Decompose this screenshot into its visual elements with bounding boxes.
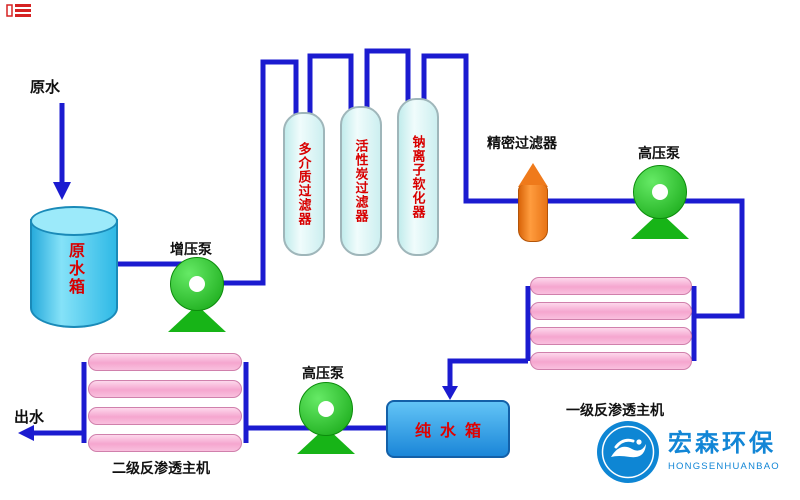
activated-carbon-filter: 活性炭过滤器	[340, 106, 382, 256]
pure-water-tank-label: 纯水箱	[414, 423, 490, 440]
pipe-filter1-to-filter2	[307, 53, 354, 118]
label-booster-pump: 增压泵	[170, 241, 212, 257]
membrane-bar	[530, 277, 692, 295]
brand-logo: 宏森环保 HONGSENHUANBAO	[596, 420, 780, 484]
precision-filter	[518, 163, 548, 243]
pipe-filter3-to-ro1	[421, 53, 745, 319]
precision-filter-body	[518, 185, 548, 242]
label-water-outlet: 出水	[14, 409, 45, 426]
pump-impeller-icon	[633, 165, 687, 219]
pipe-ro1-to-puretank	[447, 358, 528, 388]
precision-filter-cone	[518, 163, 548, 187]
label-hp-pump-1: 高压泵	[638, 145, 680, 161]
ro-stage-2-unit	[88, 353, 242, 452]
brand-romanized: HONGSENHUANBAO	[668, 461, 780, 472]
corner-watermark-icon	[6, 4, 31, 17]
membrane-bar	[88, 380, 242, 398]
membrane-bar	[530, 327, 692, 345]
multimedia-filter: 多介质过滤器	[283, 112, 325, 256]
raw-water-tank-label: 原水箱	[66, 242, 83, 296]
pipe-filter2-to-filter3	[364, 48, 411, 112]
sodium-ion-softener-label: 钠离子软化器	[410, 135, 426, 219]
sodium-ion-softener: 钠离子软化器	[397, 98, 439, 256]
membrane-bar	[88, 353, 242, 371]
label-precision-filter: 精密过滤器	[487, 135, 557, 151]
membrane-bar	[88, 407, 242, 425]
pipe-booster-to-filter1	[214, 59, 299, 286]
arrow-down-into-raw-tank-icon	[53, 182, 71, 200]
label-hp-pump-2: 高压泵	[302, 365, 344, 381]
arrow-left-outlet-icon	[18, 425, 34, 441]
label-ro-stage-1: 一级反渗透主机	[566, 402, 664, 418]
arrow-down-into-pure-tank-icon	[442, 386, 458, 400]
raw-water-tank-body	[30, 219, 118, 328]
activated-carbon-filter-label: 活性炭过滤器	[353, 139, 369, 223]
multimedia-filter-label: 多介质过滤器	[296, 142, 312, 226]
label-raw-water: 原水	[30, 79, 61, 96]
pure-water-tank: 纯水箱	[386, 400, 510, 458]
membrane-bar	[530, 352, 692, 370]
brand-name: 宏森环保	[668, 430, 776, 457]
pump-impeller-icon	[170, 257, 224, 311]
brand-logo-icon	[597, 421, 659, 483]
membrane-bar	[530, 302, 692, 320]
label-ro-stage-2: 二级反渗透主机	[112, 460, 210, 476]
booster-pump	[167, 257, 227, 332]
high-pressure-pump-1	[630, 165, 690, 239]
high-pressure-pump-2	[296, 382, 356, 454]
pump-impeller-icon	[299, 382, 353, 436]
raw-water-tank: 原水箱	[30, 206, 118, 330]
membrane-bar	[88, 434, 242, 452]
ro-stage-1-unit	[530, 277, 692, 370]
raw-water-tank-lid	[30, 206, 118, 236]
